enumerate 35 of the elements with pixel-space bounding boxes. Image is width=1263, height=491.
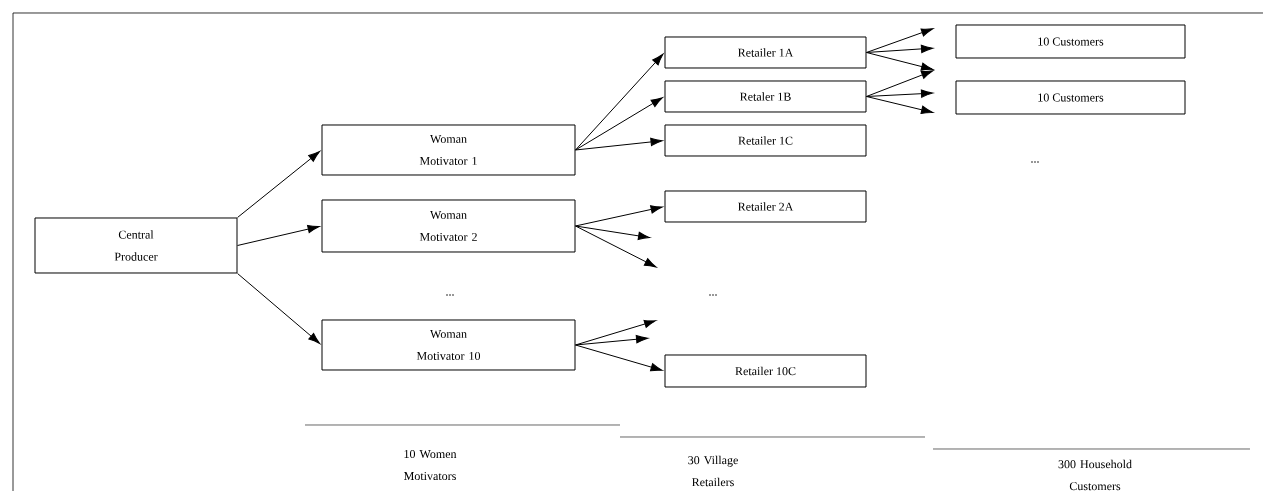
- arrow: [237, 224, 320, 246]
- process-box: Woman Motivator 2: [321, 199, 576, 253]
- process-box: Woman Motivator 1: [321, 124, 576, 176]
- process-box: 10 Customers: [955, 24, 1186, 59]
- arrow: [866, 44, 934, 54]
- column-caption: 10 Women Motivators: [404, 449, 457, 481]
- column-caption: 30 Village Retailers: [688, 455, 738, 487]
- arrow: [866, 70, 934, 97]
- arrow: [575, 225, 651, 241]
- arrow: [866, 28, 934, 53]
- arrow: [866, 52, 934, 71]
- arrow: [575, 319, 657, 346]
- arrow: [575, 53, 664, 151]
- arrow: [575, 335, 649, 346]
- arrow: [575, 205, 663, 227]
- process-box: Central Producer: [34, 217, 238, 274]
- arrow: [866, 89, 934, 98]
- arrow: [575, 344, 663, 372]
- arrow: [575, 137, 663, 151]
- arrow: [575, 225, 657, 268]
- arrow: [866, 96, 934, 114]
- process-box: Retailer 10C: [664, 354, 867, 388]
- ellipsis: ...: [709, 294, 717, 296]
- process-box: Retailer 1C: [664, 124, 867, 157]
- arrow: [237, 151, 321, 218]
- ellipsis: ...: [1031, 161, 1039, 163]
- process-box: Retailer 1A: [664, 36, 867, 69]
- process-box: Retailer 2A: [664, 190, 867, 223]
- process-box: Retaler 1B: [664, 80, 867, 113]
- process-box: Woman Motivator 10: [321, 319, 576, 371]
- column-caption: 300 Household Customers: [1058, 459, 1132, 491]
- ellipsis: ...: [446, 294, 454, 296]
- arrow: [575, 97, 663, 151]
- process-box: 10 Customers: [955, 80, 1186, 115]
- arrow: [237, 273, 321, 344]
